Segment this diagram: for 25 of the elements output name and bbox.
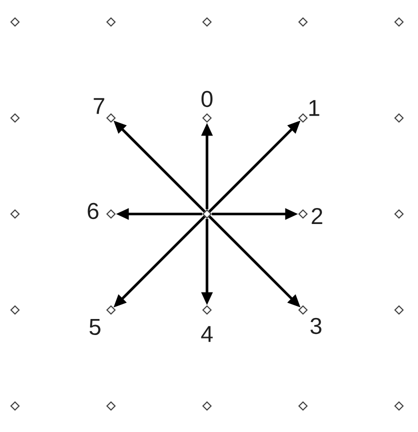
grid-diamond	[106, 17, 116, 27]
grid-diamond	[106, 401, 116, 411]
grid-diamond	[202, 401, 212, 411]
point-label: 0	[202, 90, 212, 108]
point-label: 6	[88, 202, 98, 220]
grid-diamond	[202, 17, 212, 27]
point-label: 5	[90, 319, 100, 335]
point-label: 2	[312, 208, 322, 224]
grid-diamond	[10, 209, 20, 219]
grid-diamond	[394, 17, 404, 27]
point-label: 4	[201, 326, 213, 342]
grid-diamond	[394, 401, 404, 411]
grid-diamond	[10, 401, 20, 411]
grid-diamond	[10, 305, 20, 315]
grid-diamond	[394, 113, 404, 123]
grid-diamond	[10, 17, 20, 27]
point-label: 3	[310, 318, 322, 334]
point-label: 7	[94, 98, 104, 114]
grid-diamond	[394, 305, 404, 315]
grid-diamond	[10, 113, 20, 123]
grid-diamond	[298, 401, 308, 411]
point-label: 1	[309, 100, 320, 116]
grid-diamond	[202, 209, 212, 219]
grid-diamond	[394, 209, 404, 219]
grid-diamond	[298, 17, 308, 27]
